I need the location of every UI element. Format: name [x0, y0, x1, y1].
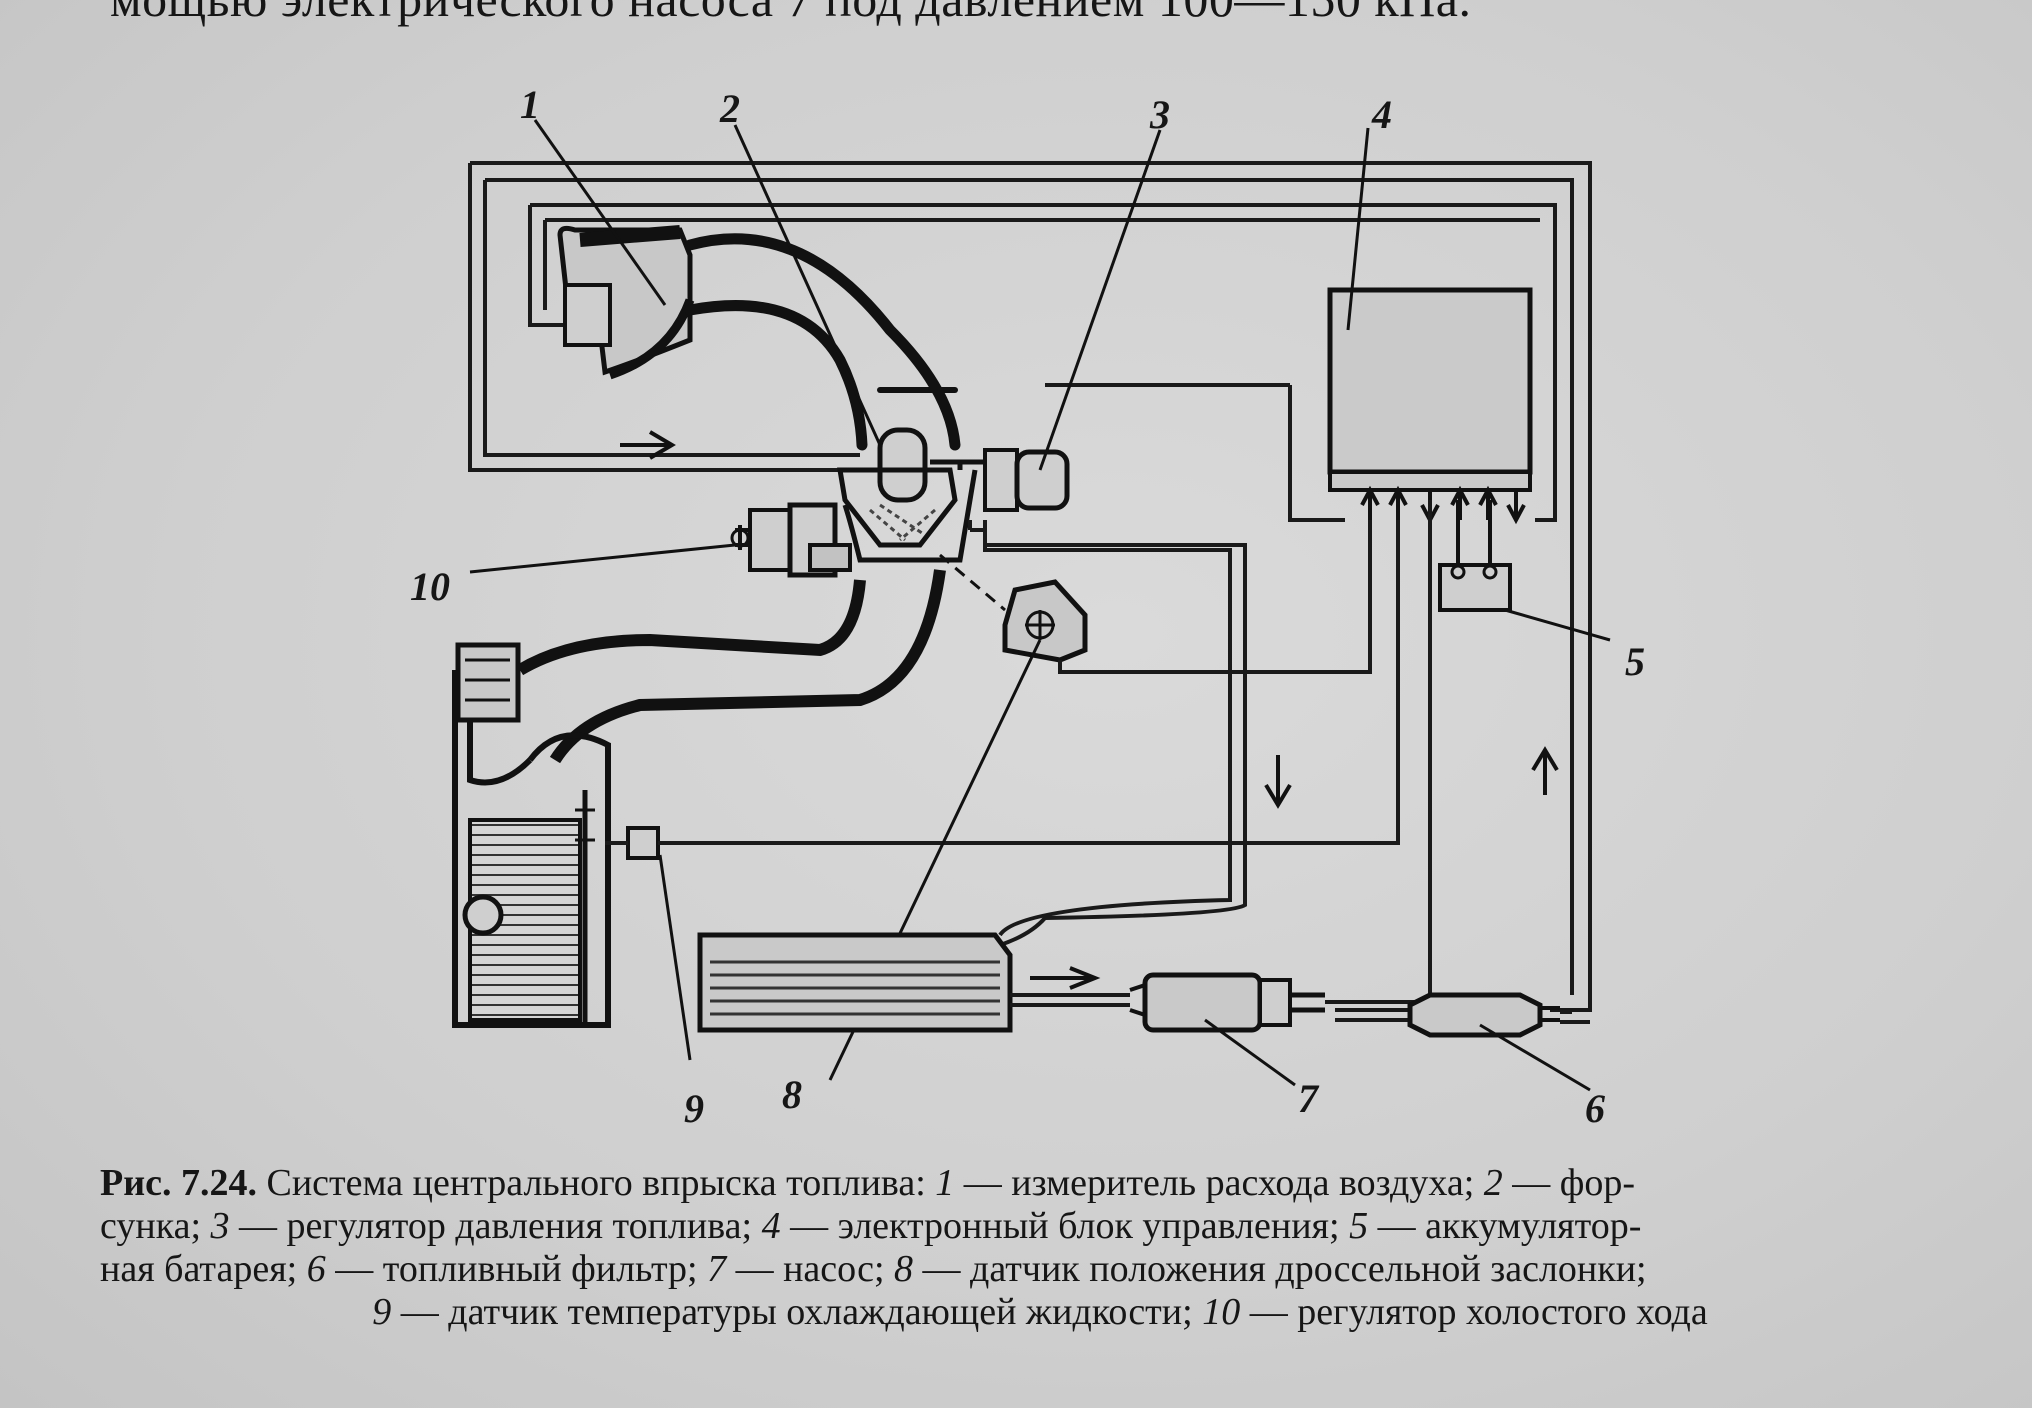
label-3: 3: [1149, 92, 1170, 137]
body-text-line: мощью электрического насоса 7 под давлен…: [110, 0, 1471, 28]
figure-ref: Рис. 7.24.: [100, 1162, 257, 1204]
fuel-filter: [1335, 746, 1591, 1092]
caption-line-3: ная батарея; 6 — топливный фильтр; 7 — н…: [100, 1248, 1647, 1290]
label-7: 7: [1298, 1076, 1320, 1121]
label-2: 2: [719, 86, 740, 131]
pressure-regulator: [930, 448, 1292, 947]
caption-title: Система центрального впрыска топлива:: [266, 1162, 926, 1204]
leader-lines: [469, 119, 1370, 574]
caption-line-4: 9 — датчик температуры охлаждающей жидко…: [372, 1291, 1708, 1333]
label-9: 9: [684, 1086, 704, 1131]
part-labels: 1 2 3 4 5 6 7 8 9 10: [410, 82, 1645, 1131]
idle-speed-regulator: [730, 502, 852, 578]
label-1: 1: [520, 82, 540, 127]
coolant-temp-sensor: [605, 500, 1400, 1061]
label-6: 6: [1585, 1086, 1605, 1131]
injector-housing: [837, 427, 978, 563]
fuel-pump: [1010, 500, 1432, 1087]
label-5: 5: [1625, 639, 1645, 684]
figure-caption: Рис. 7.24. Система центрального впрыска …: [100, 1162, 1980, 1334]
caption-line-1: Рис. 7.24. Система центрального впрыска …: [100, 1162, 1636, 1204]
battery: [1438, 500, 1611, 642]
engine-block: [452, 569, 946, 1028]
flow-arrow-right: [620, 430, 676, 460]
label-4: 4: [1371, 92, 1392, 137]
caption-line-2: сунка; 3 — регулятор давления топлива; 4…: [100, 1205, 1642, 1247]
label-10: 10: [410, 564, 450, 609]
fuel-tank: [697, 932, 1101, 1033]
label-8: 8: [782, 1072, 802, 1117]
intake-hoses: [684, 233, 961, 451]
fuel-injection-diagram: 1 2 3 4 5 6 7 8 9 10: [410, 82, 1645, 1131]
electronic-control-unit: [1045, 287, 1533, 525]
